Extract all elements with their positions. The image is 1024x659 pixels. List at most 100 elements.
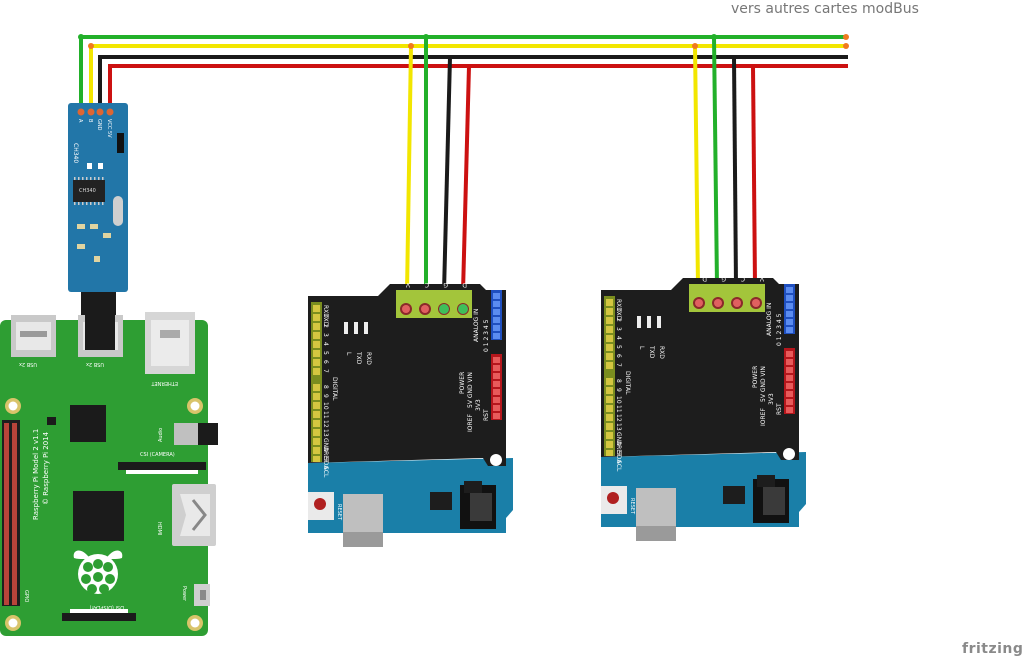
shield2-pin-13: 13 [615, 423, 622, 431]
shield1-power-pins: 5V GND VIN [467, 372, 474, 408]
shield1-pin-sda: SDA [322, 457, 329, 470]
wire-green-drop-2 [712, 36, 719, 287]
arduino-shield-1: V C G D RXD TXD 2 3 4 5 6 7 8 9 10 11 12… [308, 281, 513, 547]
shield2-pin-rxd: RXD [615, 299, 622, 312]
shield2-pin-sda: SDA [615, 451, 622, 464]
shield1-digital-label: DIGITAL [331, 377, 338, 401]
pi-gpio-label: GPIO [23, 590, 29, 602]
converter-pin-a: A [77, 119, 83, 123]
raspberry-logo [73, 550, 123, 594]
shield1-rst: RST [483, 409, 490, 421]
shield1-term-c: C [425, 281, 429, 288]
shield1-term-d: D [462, 281, 467, 288]
shield1-pin-3: 3 [322, 333, 329, 337]
shield2-pin-aref: AREF [615, 441, 622, 457]
shield1-ioref: IOREF [467, 414, 474, 432]
pi-usb-label-1: USB 2x [19, 361, 37, 367]
pi-ethernet-label: ETHERNET [150, 380, 178, 386]
shield2-term-c: C [741, 275, 745, 282]
pi-copyright: © Raspberry Pi 2014 [42, 431, 50, 505]
shield1-pin-7: 7 [322, 369, 329, 373]
wire-yellow-drop-2 [693, 45, 700, 287]
shield2-3v3: 3V3 [768, 393, 775, 405]
shield2-pin-txd: TXD [615, 307, 622, 321]
wire-red-drop-2 [751, 65, 757, 287]
shield1-pin-txd: TXD [322, 313, 329, 327]
shield1-led-txd: TXD [355, 351, 362, 365]
shield2-reset: RESET [629, 498, 635, 515]
terminal-wire-ends [402, 299, 760, 314]
shield2-led-txd: TXD [648, 345, 655, 359]
shield2-pin-scl: SCL [615, 460, 622, 472]
shield1-pin-4: 4 [322, 342, 329, 346]
shield1-reset: RESET [336, 504, 342, 521]
wire-red-bus [108, 64, 848, 112]
shield2-power-pins: 5V GND VIN [760, 366, 767, 402]
shield2-ioref: IOREF [760, 408, 767, 426]
wire-black-bus [98, 55, 848, 112]
pi-hdmi-label: HDMI [156, 522, 162, 535]
shield1-pin-9: 9 [322, 394, 329, 398]
pi-power-label: Power [181, 586, 187, 602]
shield1-pin-8: 8 [322, 385, 329, 389]
shield2-led-l: L [638, 346, 645, 350]
shield2-analog-numbers: 0 1 2 3 4 5 [776, 313, 783, 346]
shield2-led-rxd: RXD [658, 346, 665, 359]
shield1-led-l: L [345, 352, 352, 356]
shield2-pin-10: 10 [615, 396, 622, 404]
shield1-term-v: V [405, 281, 410, 288]
shield1-led-rxd: RXD [365, 352, 372, 365]
wire-red-drop-1 [461, 65, 471, 293]
converter-pin-gnd: GND [96, 119, 102, 131]
shield1-pin-aref: AREF [322, 447, 329, 463]
shield1-power-label: POWER [459, 372, 466, 394]
shield2-pin-2: 2 [615, 318, 622, 322]
arduino-shield-2: V C G D RXD TXD 2 3 4 5 6 7 8 9 10 11 12… [601, 275, 806, 541]
raspberry-pi-board: USB 2x USB 2x ETHERNET GPIO Raspberry Pi… [0, 300, 218, 636]
shield1-pin-13: 13 [322, 429, 329, 437]
pi-display-label: DSI (DISPLAY) [89, 604, 124, 610]
shield2-pin-9: 9 [615, 388, 622, 392]
shield1-pin-11: 11 [322, 411, 329, 419]
shield1-analog-label: ANALOG IN [473, 309, 480, 342]
shield2-pin-4: 4 [615, 336, 622, 340]
usb-rs485-converter: A B GND VCC 5V CH340 CH340 [68, 103, 128, 292]
shield1-pin-6: 6 [322, 360, 329, 364]
shield2-digital-label: DIGITAL [624, 371, 631, 395]
shield1-pin-gnd: GND [322, 438, 329, 452]
converter-side-label: CH340 [72, 143, 79, 163]
bus-continuation-note: vers autres cartes modBus [731, 1, 919, 17]
shield1-pin-12: 12 [322, 420, 329, 428]
shield2-pin-3: 3 [615, 327, 622, 331]
wire-black-drop-2 [732, 56, 738, 287]
shield1-pin-scl: SCL [322, 466, 329, 478]
shield2-pin-11: 11 [615, 405, 622, 413]
shield2-analog-label: ANALOG IN [766, 303, 773, 336]
shield2-rst: RST [776, 403, 783, 415]
wire-yellow-drop-1 [405, 45, 413, 293]
shield2-pin-gnd: GND [615, 432, 622, 446]
shield1-3v3: 3V3 [475, 399, 482, 411]
converter-pin-vcc: VCC 5V [106, 119, 112, 138]
shield1-pin-2: 2 [322, 324, 329, 328]
shield1-pin-10: 10 [322, 402, 329, 410]
converter-chip-label: CH340 [79, 188, 96, 194]
shield1-term-g: G [443, 281, 448, 288]
shield2-pin-6: 6 [615, 354, 622, 358]
pi-model-title: Raspberry Pi Model 2 v1.1 [32, 429, 40, 520]
shield2-pin-7: 7 [615, 363, 622, 367]
pi-camera-label: CSI (CAMERA) [140, 452, 175, 458]
shield2-power-label: POWER [752, 366, 759, 388]
shield1-pin-rxd: RXD [322, 305, 329, 318]
pi-usb-label-2: USB 2x [86, 361, 104, 367]
ch340-chip [73, 180, 105, 202]
shield2-term-g: G [721, 275, 726, 282]
pi-audio-label: Audio [158, 428, 164, 442]
shield1-pin-5: 5 [322, 351, 329, 355]
shield2-pin-8: 8 [615, 379, 622, 383]
fritzing-watermark: fritzing [962, 641, 1024, 657]
shield2-term-v: V [759, 275, 764, 282]
bus-wires [78, 34, 849, 293]
shield1-analog-numbers: 0 1 2 3 4 5 [483, 319, 490, 352]
